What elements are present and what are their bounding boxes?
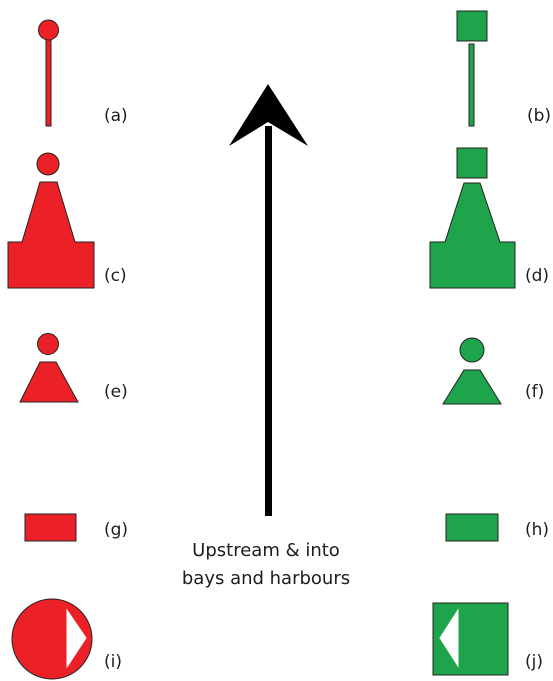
marker-i: (i) — [11, 598, 122, 680]
arrow-caption-line-2: bays and harbours — [182, 568, 350, 589]
marker-b: (b) — [456, 10, 551, 127]
marker-f: (f) — [442, 337, 544, 405]
arrow-caption-line-1: Upstream & into — [192, 540, 340, 561]
upstream-arrowhead — [229, 84, 308, 146]
marker-h: (h) — [445, 513, 549, 542]
marker-f-cone — [442, 369, 502, 405]
marker-j-triangle — [439, 608, 459, 668]
marker-a-label: (a) — [104, 106, 128, 126]
marker-g-label: (g) — [104, 520, 128, 540]
marker-a-pole — [45, 35, 52, 127]
marker-d-label: (d) — [525, 266, 549, 286]
marker-i-label: (i) — [104, 652, 122, 672]
marker-e: (e) — [19, 333, 128, 403]
marker-e-ball — [37, 333, 59, 355]
marker-h-label: (h) — [525, 520, 549, 540]
marker-j: (j) — [432, 602, 543, 676]
marker-a: (a) — [38, 19, 128, 127]
marker-f-ball — [459, 337, 485, 363]
marker-e-label: (e) — [104, 382, 128, 402]
marker-c-cone — [7, 181, 95, 289]
marker-a-ball — [38, 19, 59, 41]
marker-b-pole — [468, 43, 475, 127]
marker-h-rect — [445, 513, 499, 542]
marker-c: (c) — [7, 152, 127, 289]
upstream-arrow-shaft — [265, 126, 272, 516]
marker-b-square — [456, 10, 488, 42]
marker-c-ball — [36, 152, 60, 176]
marker-d: (d) — [429, 147, 549, 289]
upstream-arrow: Upstream & into bays and harbours — [182, 84, 350, 589]
marker-c-label: (c) — [104, 266, 127, 286]
marker-i-triangle — [66, 608, 87, 669]
marker-g-rect — [24, 513, 77, 542]
marker-g: (g) — [24, 513, 128, 542]
marker-d-square — [456, 147, 488, 179]
marker-f-label: (f) — [525, 382, 544, 402]
marker-j-label: (j) — [525, 652, 543, 672]
marker-d-cone — [429, 182, 516, 289]
marker-e-cone — [19, 361, 79, 403]
marker-b-label: (b) — [527, 106, 551, 126]
